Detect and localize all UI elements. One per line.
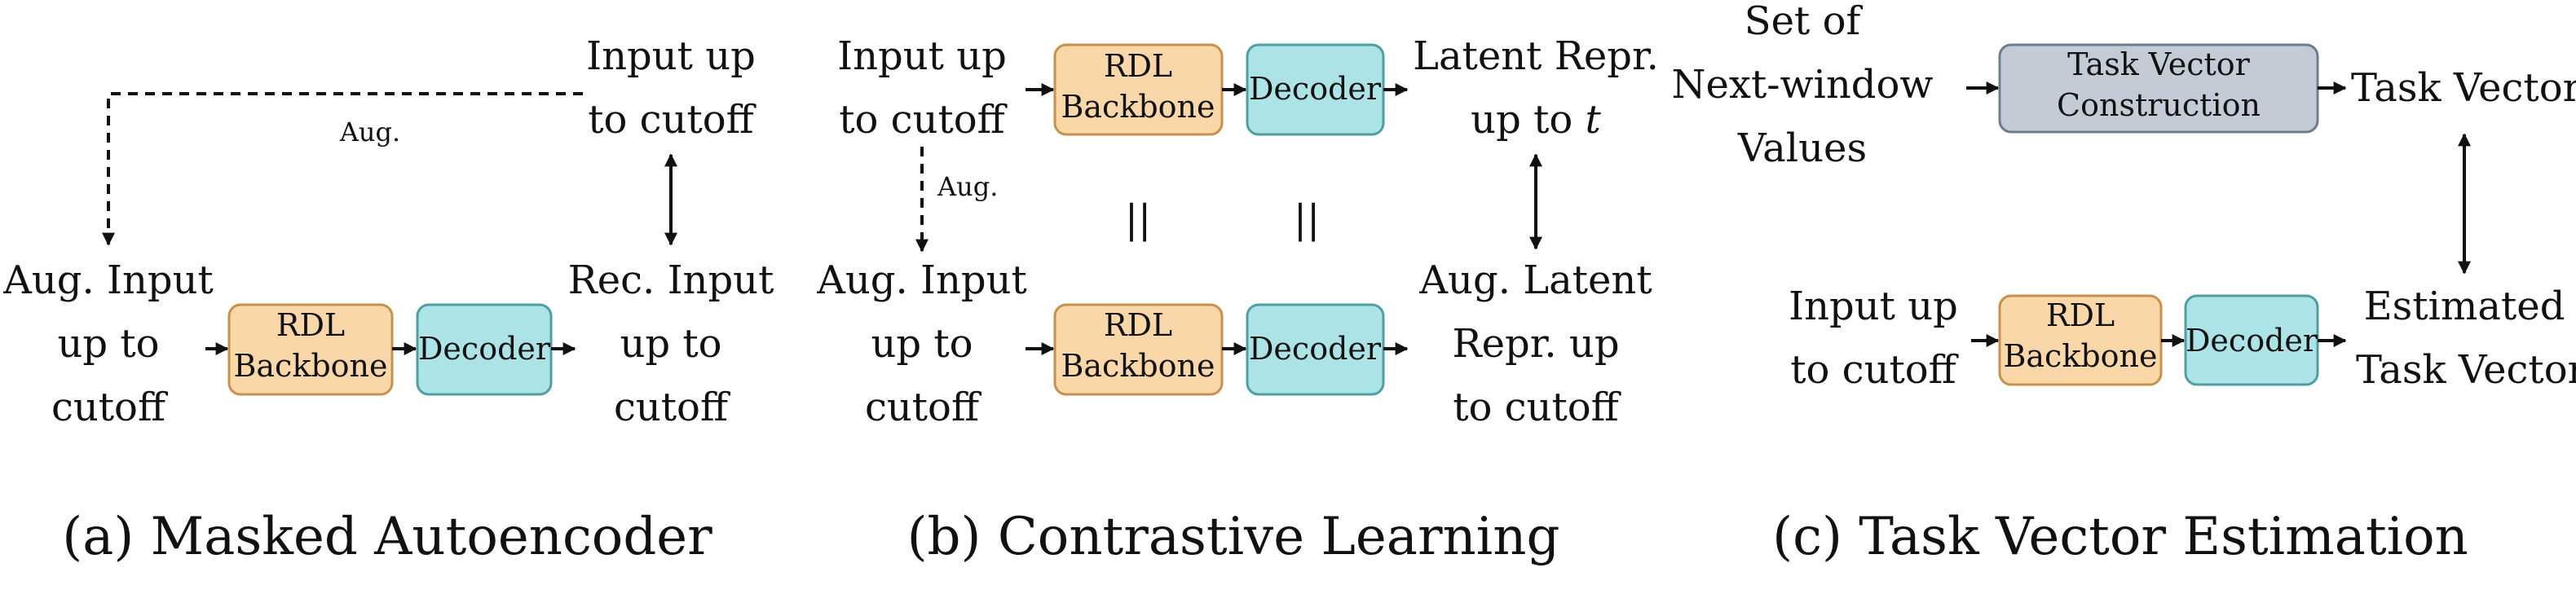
- aug-input-label-line1: Aug. Input: [816, 257, 1027, 303]
- aug-input-label-line3: cutoff: [51, 385, 168, 430]
- aug-label: Aug.: [937, 171, 998, 202]
- estimated-task-vector-label-line2: Task Vector: [2356, 347, 2576, 393]
- input-up-to-cutoff-label-line2: to cutoff: [1790, 347, 1958, 393]
- rec-input-label-line1: Rec. Input: [568, 257, 774, 303]
- aug-input-label-line3: cutoff: [865, 385, 981, 430]
- input-up-to-cutoff-label-line1: Input up: [837, 33, 1007, 79]
- rdl-backbone-label-line2: Backbone: [1061, 89, 1215, 125]
- construction-label-line1: Task Vector: [2067, 46, 2251, 82]
- augmentation-dashed-arrow: [102, 92, 583, 246]
- aug-input-label-line2: up to: [57, 321, 159, 367]
- decoder-label: Decoder: [2186, 323, 2318, 359]
- caption-task-vector-estimation: (c) Task Vector Estimation: [1772, 507, 2468, 567]
- aug-latent-label-line1: Aug. Latent: [1418, 257, 1652, 303]
- construction-label-line2: Construction: [2057, 87, 2261, 123]
- caption-masked-autoencoder: (a) Masked Autoencoder: [62, 507, 712, 567]
- shared-weights-symbol-backbone: ||: [1125, 196, 1151, 242]
- panel-task-vector-estimation: Set of Next-window Values Task Vector Co…: [1671, 0, 2576, 567]
- latent-repr-label-line1: Latent Repr.: [1413, 33, 1659, 79]
- rdl-backbone-label-line2: Backbone: [2003, 338, 2157, 374]
- caption-contrastive-learning: (b) Contrastive Learning: [907, 507, 1560, 567]
- estimated-task-vector-label-line1: Estimated: [2364, 284, 2565, 329]
- decoder-label-top: Decoder: [1249, 71, 1382, 107]
- rdl-backbone-label-line2: Backbone: [233, 348, 387, 384]
- rdl-backbone-label-line1: RDL: [2046, 297, 2115, 333]
- rdl-backbone-label-line2: Backbone: [1061, 348, 1215, 384]
- decoder-label-bottom: Decoder: [1249, 331, 1382, 367]
- values-input-label-line3: Values: [1737, 125, 1867, 171]
- aug-label: Aug.: [339, 117, 400, 147]
- task-vector-label: Task Vector: [2351, 65, 2576, 111]
- input-up-to-cutoff-label-line2: to cutoff: [839, 97, 1007, 143]
- values-input-label-line1: Set of: [1745, 0, 1864, 44]
- rdl-backbone-label-line1: RDL: [1104, 48, 1172, 84]
- aug-latent-label-line3: to cutoff: [1453, 385, 1621, 430]
- input-up-to-cutoff-label-line1: Input up: [586, 33, 756, 79]
- aug-input-label-line2: up to: [871, 321, 973, 367]
- rdl-backbone-label-line1: RDL: [1104, 307, 1172, 343]
- shared-weights-symbol-decoder: ||: [1294, 196, 1320, 242]
- decoder-label: Decoder: [418, 331, 551, 367]
- latent-repr-label-line2: up to t: [1471, 97, 1601, 143]
- aug-input-label-line1: Aug. Input: [2, 257, 214, 303]
- values-input-label-line2: Next-window: [1671, 62, 1933, 108]
- rdl-backbone-label-line1: RDL: [276, 307, 345, 343]
- aug-latent-label-line2: Repr. up: [1452, 321, 1619, 367]
- rec-input-label-line3: cutoff: [614, 385, 730, 430]
- panel-masked-autoencoder: Input up to cutoff Aug. Aug. Input up to…: [2, 33, 774, 567]
- rec-input-label-line2: up to: [620, 321, 721, 367]
- panel-contrastive-learning: Input up to cutoff RDL Backbone Decoder …: [816, 33, 1659, 567]
- input-up-to-cutoff-label-line1: Input up: [1789, 284, 1958, 329]
- input-up-to-cutoff-label-line2: to cutoff: [588, 97, 756, 143]
